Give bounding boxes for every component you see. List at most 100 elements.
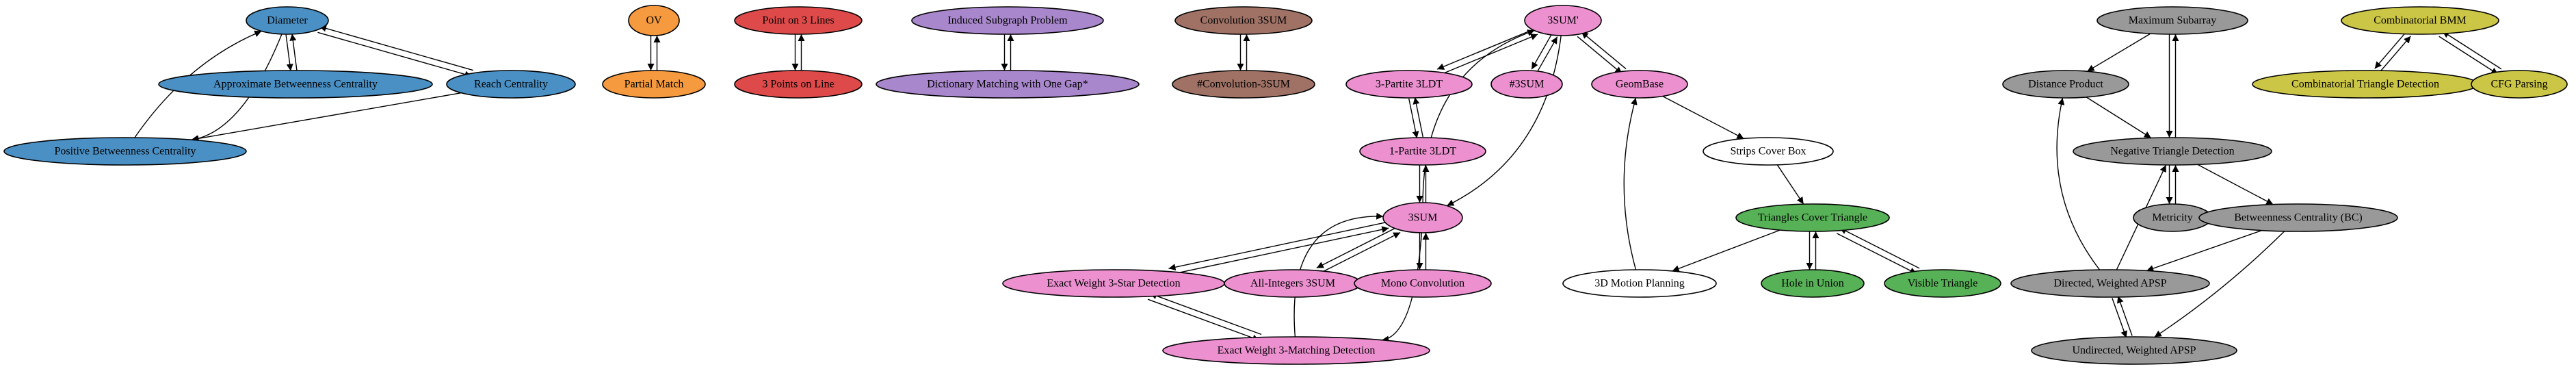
edge-tri_cover-to-motion3d (1672, 229, 1780, 272)
node-metricity: Metricity (2133, 203, 2212, 232)
node-label: Strips Cover Box (1730, 146, 1806, 157)
edge-motion3d-to-geombase (1623, 97, 1638, 270)
edge-dist_product-to-neg_tri (2086, 97, 2152, 139)
edge-ew3match-to-threesum (1293, 212, 1384, 338)
node-label: GeomBase (1616, 79, 1664, 90)
node-label: Convolution 3SUM (1200, 15, 1287, 27)
node-label: Directed, Weighted APSP (2053, 278, 2166, 290)
edge-diameter-to-approx_bc (285, 34, 293, 71)
node-motion3d: 3D Motion Planning (1562, 269, 1717, 298)
node-ellipse (2002, 70, 2129, 99)
node-label: #Convolution-3SUM (1197, 79, 1290, 90)
edge-threesum-to-threesum_prime (1422, 29, 1535, 203)
node-monoconv: Mono Convolution (1354, 269, 1492, 298)
edge-diameter-to-reach (317, 31, 472, 78)
edge-ew3star-to-threesum (1170, 226, 1389, 275)
node-label: Combinatorial BMM (2374, 15, 2467, 27)
node-label: Metricity (2152, 212, 2193, 224)
node-ellipse (246, 6, 329, 35)
node-ellipse (1174, 6, 1313, 35)
node-cfg: CFG Parsing (2471, 70, 2568, 99)
node-threesum_prime: 3SUM' (1524, 5, 1602, 36)
node-label: CFG Parsing (2490, 79, 2547, 90)
node-ellipse (1490, 70, 1563, 99)
node-label: All-Integers 3SUM (1250, 278, 1335, 290)
node-ellipse (1382, 202, 1463, 233)
node-label: Approximate Betweenness Centrality (213, 79, 378, 90)
node-ellipse (158, 70, 433, 99)
node-label: 3 Points on Line (762, 79, 834, 90)
edge-comb_tri-to-comb_bmm (2378, 36, 2411, 73)
node-label: Partial Match (625, 79, 684, 90)
node-strips: Strips Cover Box (1703, 137, 1834, 166)
node-ellipse (2198, 203, 2398, 232)
node-comb_tri: Combinatorial Triangle Detection (2252, 70, 2479, 99)
edge-cfg-to-comb_bmm (2442, 30, 2502, 70)
node-dir_apsp: Directed, Weighted APSP (2010, 269, 2210, 298)
node-ellipse (2471, 70, 2568, 99)
node-ellipse (1591, 70, 1688, 99)
node-label: Induced Subgraph Problem (947, 15, 1068, 27)
node-visible_tri: Visible Triangle (1884, 269, 2001, 298)
edge-threesum-to-ew3star (1168, 221, 1388, 271)
node-ov: OV (628, 5, 680, 36)
node-threesum: 3SUM (1382, 202, 1463, 233)
node-max_subarray: Maximum Subarray (2097, 6, 2248, 35)
node-neg_tri: Negative Triangle Detection (2073, 137, 2272, 166)
node-diameter: Diameter (246, 6, 329, 35)
edge-threesum-to-allint3sum (1316, 226, 1398, 269)
node-dist_product: Distance Product (2002, 70, 2129, 99)
node-ellipse (446, 70, 576, 99)
node-sharp3sum: #3SUM (1490, 70, 1563, 99)
node-ellipse (1884, 269, 2001, 298)
edge-reach-to-pos_bc (191, 92, 462, 142)
node-label: 3D Motion Planning (1594, 278, 1685, 290)
node-label: Point on 3 Lines (762, 15, 834, 27)
node-ellipse (628, 5, 680, 36)
edge-geombase-to-strips (1662, 95, 1744, 140)
node-ellipse (2097, 6, 2248, 35)
node-label: Betweenness Centrality (BC) (2234, 212, 2363, 224)
node-label: 3SUM (1408, 212, 1438, 224)
edge-approx_bc-to-diameter (289, 34, 298, 71)
node-points3line: 3 Points on Line (734, 70, 863, 99)
edge-pos_bc-to-diameter (134, 30, 262, 138)
node-ellipse (602, 70, 706, 99)
node-ellipse (1524, 5, 1602, 36)
node-ellipse (876, 70, 1140, 99)
edge-max_subarray-to-dist_product (2087, 33, 2151, 72)
node-point3lines: Point on 3 Lines (734, 6, 863, 35)
node-dict_match: Dictionary Matching with One Gap* (876, 70, 1140, 99)
edge-comb_bmm-to-comb_tri (2374, 31, 2407, 69)
edge-tripartite3ldt-to-threesum_prime (1439, 34, 1538, 76)
node-label: Dictionary Matching with One Gap* (927, 79, 1088, 90)
node-ellipse (734, 70, 863, 99)
node-label: Undirected, Weighted APSP (2072, 345, 2196, 357)
node-ellipse (1162, 336, 1430, 365)
node-label: 3-Partite 3LDT (1376, 79, 1443, 90)
edge-threesum_prime-to-sharp3sum (1531, 33, 1553, 70)
node-partial_match: Partial Match (602, 70, 706, 99)
node-tri_cover: Triangles Cover Triangle (1735, 203, 1890, 232)
node-ellipse (2341, 6, 2499, 35)
node-label: Maximum Subarray (2129, 15, 2216, 27)
edge-comb_bmm-to-cfg (2439, 36, 2499, 75)
node-label: #3SUM (1510, 79, 1545, 90)
node-label: Distance Product (2028, 79, 2103, 90)
node-ellipse (2073, 137, 2272, 166)
node-ew3match: Exact Weight 3-Matching Detection (1162, 336, 1430, 365)
node-label: 1-Partite 3LDT (1389, 146, 1456, 157)
node-onepartite3ldt: 1-Partite 3LDT (1359, 137, 1486, 166)
node-ellipse (3, 137, 247, 166)
edge-tri_cover-to-visible_tri (1836, 233, 1917, 275)
node-ellipse (1735, 203, 1890, 232)
node-geombase: GeomBase (1591, 70, 1688, 99)
node-label: Mono Convolution (1381, 278, 1464, 290)
node-approx_bc: Approximate Betweenness Centrality (158, 70, 433, 99)
edge-threesum_prime-to-threesum (1446, 35, 1562, 207)
edge-dir_apsp-to-undir_apsp (2112, 298, 2127, 338)
edge-diameter-to-pos_bc (192, 34, 282, 142)
node-label: Exact Weight 3-Star Detection (1047, 278, 1180, 290)
node-label: Diameter (267, 15, 308, 27)
